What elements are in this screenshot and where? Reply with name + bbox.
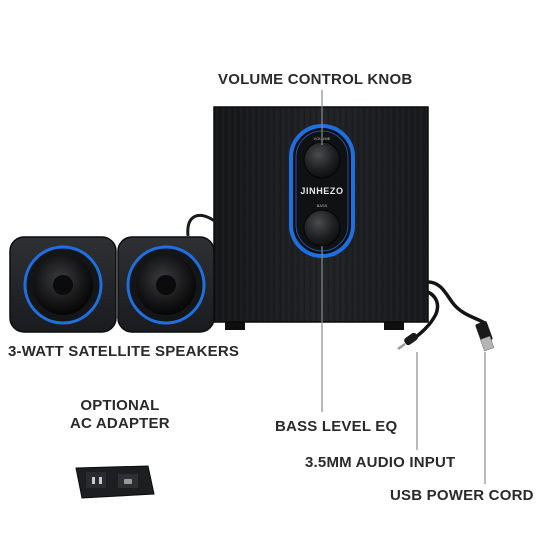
bass-eq-label: BASS LEVEL EQ: [275, 418, 398, 435]
satellite-speaker-right: [117, 236, 215, 333]
audio-input-label: 3.5MM AUDIO INPUT: [305, 454, 456, 471]
bass-knob[interactable]: [303, 209, 341, 247]
subwoofer-foot-left: [225, 320, 245, 330]
usb-power-cord-label: USB POWER CORD: [390, 487, 534, 504]
satellite-speaker-left: [9, 236, 117, 333]
knob-bottom-label: BASS: [317, 203, 328, 208]
audio-jack: [397, 332, 418, 351]
satellite-cable: [186, 213, 217, 237]
ac-adapter-label-line1: OPTIONAL: [80, 397, 160, 414]
subwoofer: VOLUME JINHEZO BASS: [213, 106, 429, 330]
callout-lines: [321, 90, 486, 484]
brand-logo: JINHEZO: [300, 186, 343, 196]
control-panel: VOLUME JINHEZO BASS: [289, 124, 355, 258]
usb-plug: [475, 321, 495, 352]
volume-knob-label: VOLUME CONTROL KNOB: [218, 71, 413, 88]
ac-adapter-label: OPTIONAL AC ADAPTER: [70, 397, 170, 433]
volume-knob[interactable]: [303, 141, 341, 179]
subwoofer-foot-right: [384, 320, 404, 330]
ac-adapter: [75, 465, 155, 499]
cables: [397, 280, 495, 352]
satellite-speakers-label: 3-WATT SATELLITE SPEAKERS: [8, 343, 240, 360]
ac-adapter-label-line2: AC ADAPTER: [70, 415, 170, 432]
